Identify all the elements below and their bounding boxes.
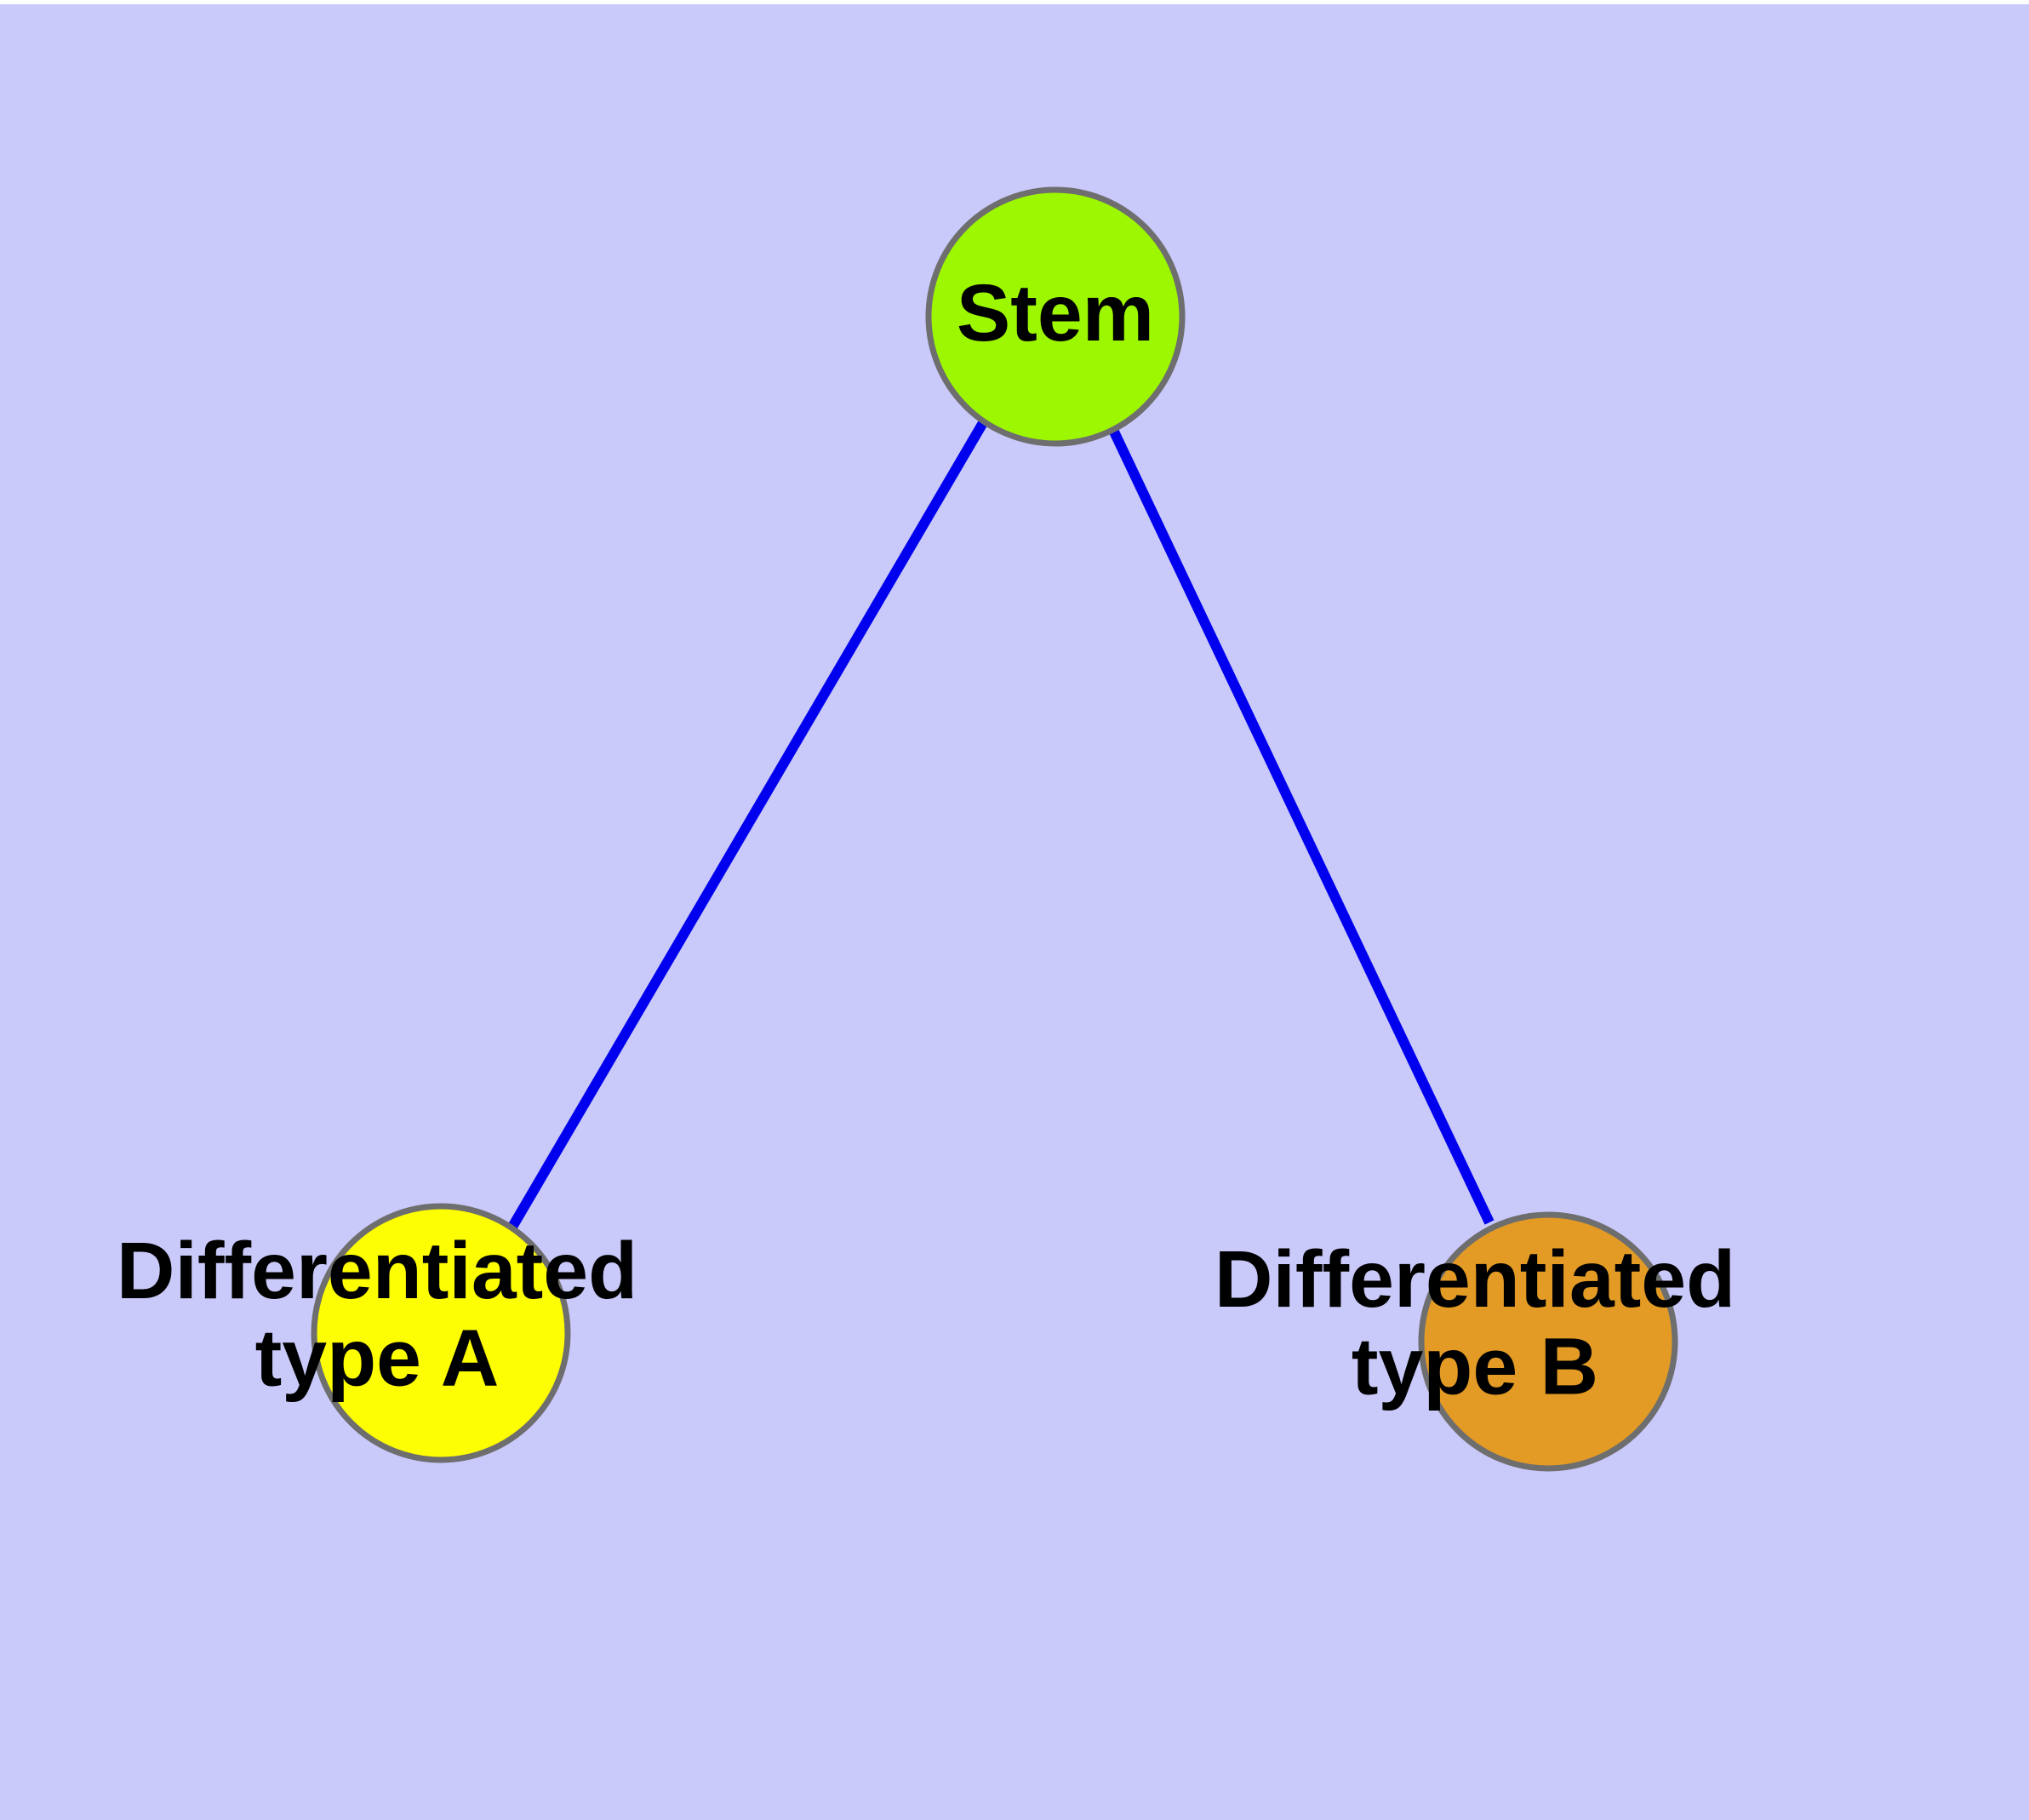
graph-edge-stem-to-diff-b[interactable] (1108, 427, 1495, 1225)
node-label-stem: Stem (957, 268, 1154, 358)
node-label-line: Stem (957, 268, 1154, 358)
node-label-line: Differentiated (1215, 1234, 1735, 1325)
node-label-line: type A (255, 1313, 500, 1404)
graph-node-stem[interactable] (925, 186, 1186, 447)
nodes-group (311, 186, 1678, 1472)
node-label-line: type B (1352, 1322, 1598, 1412)
graph-node-diff-a[interactable] (311, 1203, 571, 1463)
edges-group (506, 418, 1495, 1232)
graph-node-diff-b[interactable] (1418, 1211, 1678, 1472)
graph-edge-stem-to-diff-a[interactable] (506, 418, 989, 1232)
node-label-line: Differentiated (117, 1226, 637, 1316)
